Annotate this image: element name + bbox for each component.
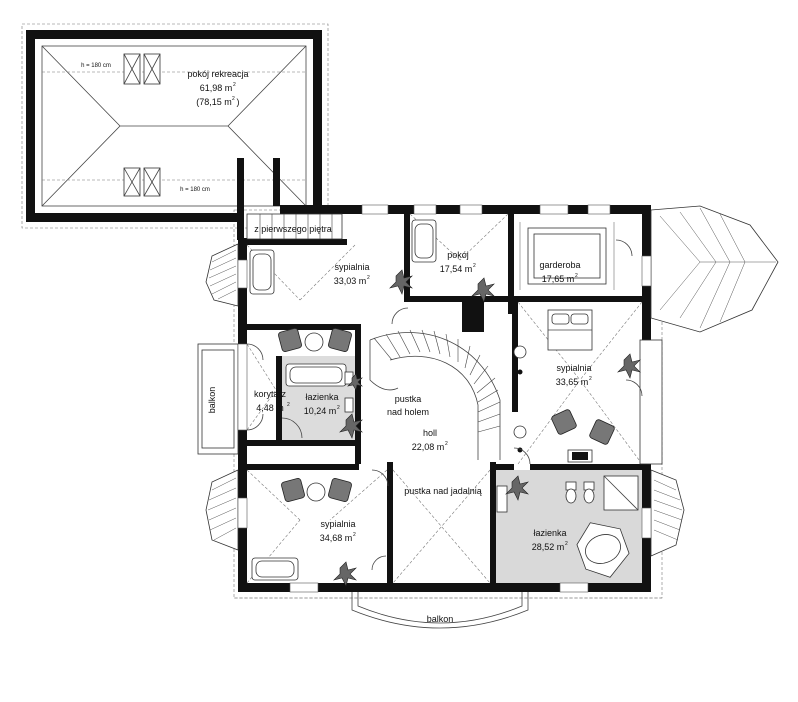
wardrobe-area: 17,65 m bbox=[542, 274, 575, 284]
bedroom1-area: 33,03 m bbox=[334, 276, 367, 286]
bedroom1-name: sypialnia bbox=[334, 262, 369, 272]
svg-text:2: 2 bbox=[367, 275, 370, 281]
bedroom2-name: sypialnia bbox=[556, 363, 591, 373]
recreation-room bbox=[26, 30, 322, 240]
void-hall-line2: nad holem bbox=[387, 407, 429, 417]
bedroom3-name: sypialnia bbox=[320, 519, 355, 529]
recreation-room-area-total: (78,15 m bbox=[196, 97, 232, 107]
balcony-left-label: balkon bbox=[207, 387, 217, 414]
bedroom2-area: 33,65 m bbox=[556, 377, 589, 387]
svg-text:2: 2 bbox=[233, 82, 236, 88]
toilet bbox=[344, 371, 595, 513]
bathroom2-area: 28,52 m bbox=[532, 542, 565, 552]
svg-text:2: 2 bbox=[287, 402, 290, 408]
svg-text:2: 2 bbox=[589, 376, 592, 382]
bay-roof-left-bottom bbox=[205, 469, 239, 551]
round-tables bbox=[304, 332, 326, 502]
bathtub bbox=[251, 557, 299, 581]
bay-roof-right-top bbox=[650, 205, 779, 333]
void-hall-line1: pustka bbox=[395, 394, 422, 404]
svg-text:): ) bbox=[237, 97, 240, 107]
bay-roof-left-top bbox=[205, 243, 239, 307]
left-balcony bbox=[197, 339, 663, 465]
bathtub bbox=[285, 363, 347, 387]
bottom-balcony bbox=[351, 592, 529, 629]
bathroom2-name: łazienka bbox=[533, 528, 566, 538]
svg-text:2: 2 bbox=[337, 405, 340, 411]
svg-text:2: 2 bbox=[473, 263, 476, 269]
shower bbox=[603, 475, 639, 511]
wardrobe-shelves bbox=[519, 222, 615, 290]
small-stairs bbox=[246, 213, 343, 240]
skylight bbox=[123, 167, 161, 197]
svg-text:2: 2 bbox=[445, 441, 448, 447]
hall-area: 22,08 m bbox=[412, 442, 445, 452]
svg-text:2: 2 bbox=[565, 541, 568, 547]
door-arcs bbox=[246, 239, 643, 571]
height-note-bottom: h = 180 cm bbox=[180, 187, 210, 193]
bay-roof-right-bottom bbox=[650, 469, 685, 557]
balcony-bottom-label: balkon bbox=[427, 614, 454, 624]
armchairs bbox=[278, 328, 615, 502]
height-note-top: h = 180 cm bbox=[81, 63, 111, 69]
room-area: 17,54 m bbox=[440, 264, 473, 274]
void-dining: pustka nad jadalnią bbox=[404, 486, 482, 496]
svg-text:2: 2 bbox=[353, 532, 356, 538]
bedroom3-area: 34,68 m bbox=[320, 533, 353, 543]
bathtub bbox=[249, 249, 275, 295]
recreation-room-name: pokój rekreacja bbox=[187, 69, 248, 79]
corridor-area: 4,48 m bbox=[256, 403, 284, 413]
room-name: pokój bbox=[447, 250, 469, 260]
spiral-staircase bbox=[369, 329, 527, 460]
bathroom1-name: łazienka bbox=[305, 392, 338, 402]
labels: h = 180 cm h = 180 cm pokój rekreacja 61… bbox=[81, 63, 592, 624]
hall-name: holl bbox=[423, 428, 437, 438]
corner-bathtub bbox=[576, 522, 630, 578]
corridor-name: korytarz bbox=[254, 389, 287, 399]
svg-text:2: 2 bbox=[232, 96, 235, 102]
wardrobe-name: garderoba bbox=[539, 260, 580, 270]
bathtub bbox=[411, 219, 437, 263]
skylight bbox=[123, 53, 161, 85]
plants bbox=[333, 269, 641, 587]
desk bbox=[567, 449, 593, 463]
bathroom1-area: 10,24 m bbox=[304, 406, 337, 416]
svg-text:2: 2 bbox=[575, 273, 578, 279]
recreation-room-area: 61,98 m bbox=[200, 83, 233, 93]
windows bbox=[237, 204, 652, 593]
stairs-label: z pierwszego piętra bbox=[254, 224, 332, 234]
bed bbox=[547, 309, 593, 351]
